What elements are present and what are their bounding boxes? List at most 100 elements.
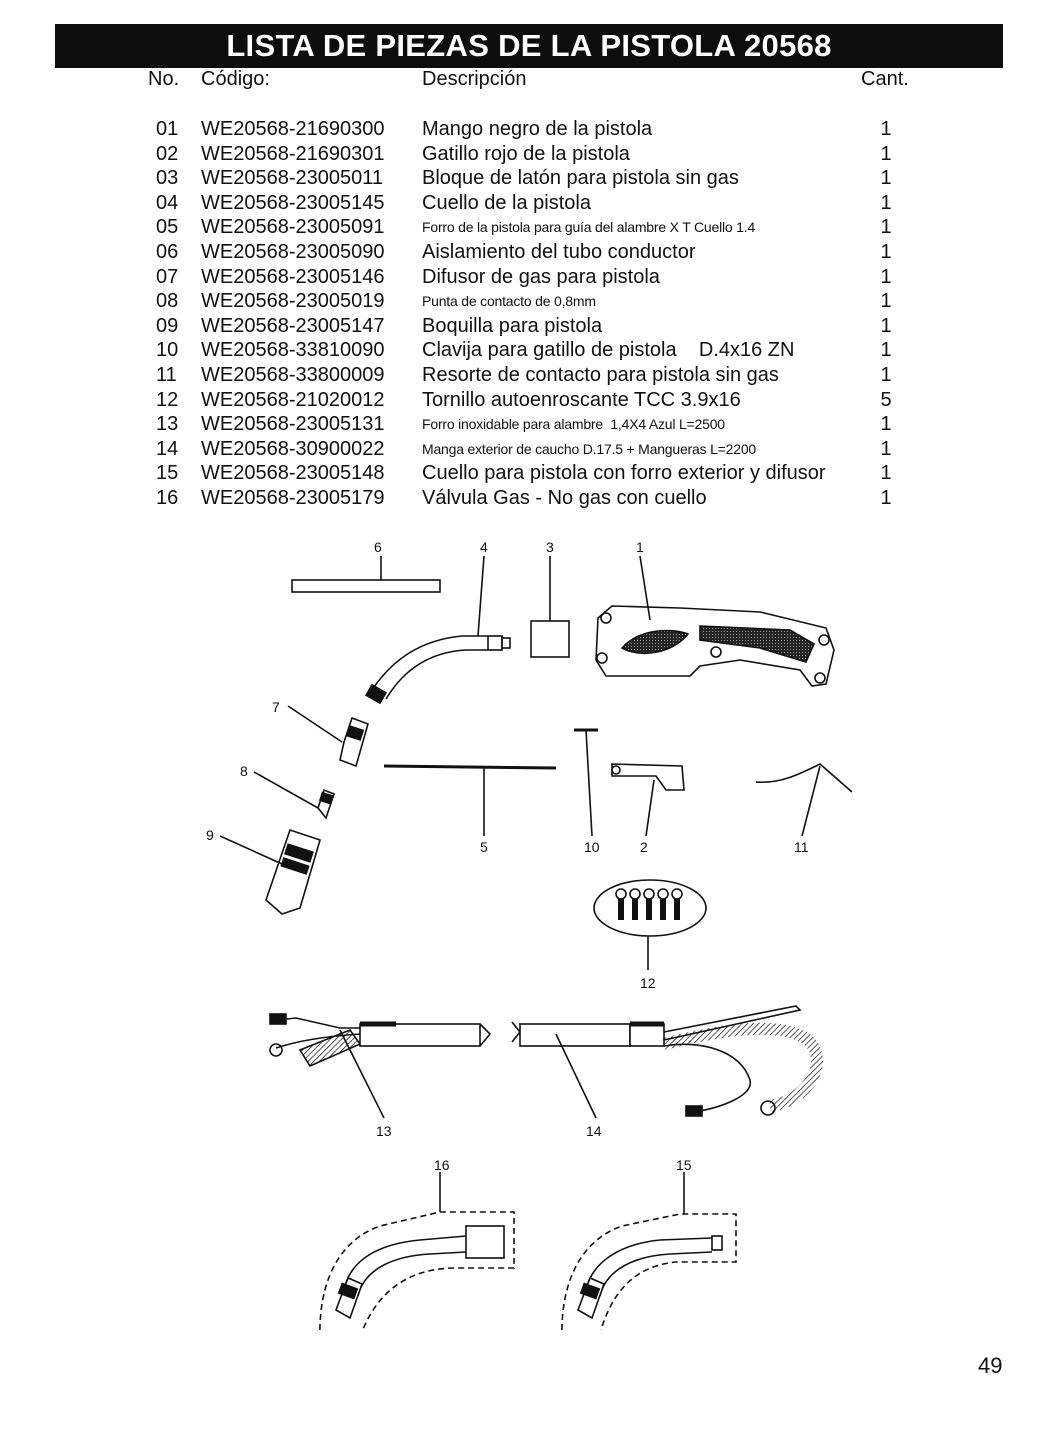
header-no: No. <box>148 68 180 90</box>
part-quantity: 1 <box>880 314 892 337</box>
part-description: Cuello de la pistola <box>422 191 591 214</box>
part-number: 09 <box>156 314 179 337</box>
part-description: Tornillo autoenroscante TCC 3.9x16 <box>422 388 741 411</box>
part-code: WE20568-23005091 <box>201 216 385 239</box>
part-number: 16 <box>156 487 179 509</box>
part-quantity: 1 <box>880 167 892 190</box>
label-14: 14 <box>586 1123 602 1139</box>
label-12: 12 <box>640 975 656 991</box>
part-quantity: 1 <box>880 290 892 313</box>
part-quantity: 1 <box>880 364 892 386</box>
table-row: 14 WE20568-30900022 Manga exterior de cauc… <box>0 437 1042 462</box>
part-quantity: 1 <box>880 265 892 288</box>
part-16-gas-valve-neck <box>319 1172 515 1330</box>
part-6-insulation-tube <box>291 556 441 593</box>
part-11-contact-spring <box>755 763 853 837</box>
part-2-trigger <box>611 763 685 837</box>
part-7-gas-diffuser <box>287 705 369 768</box>
part-description: Forro inoxidable para alambre 1,4X4 Azul… <box>422 416 725 433</box>
label-9: 9 <box>206 827 214 843</box>
part-description: Resorte de contacto para pistola sin gas <box>422 364 779 386</box>
part-code: WE20568-23005146 <box>201 265 385 288</box>
label-1: 1 <box>636 539 644 555</box>
part-description: Aislamiento del tubo conductor <box>422 241 696 263</box>
part-quantity: 1 <box>880 142 892 165</box>
part-number: 11 <box>156 364 177 386</box>
part-description: Cuello para pistola con forro exterior y… <box>422 462 826 485</box>
label-4: 4 <box>480 539 488 555</box>
part-description: Manga exterior de caucho D.17.5 + Mangue… <box>422 440 757 457</box>
part-code: WE20568-21690300 <box>201 118 385 140</box>
page-title: LISTA DE PIEZAS DE LA PISTOLA 20568 <box>55 24 1003 68</box>
part-code: WE20568-23005145 <box>201 191 385 214</box>
header-quantity: Cant. <box>861 68 909 90</box>
parts-diagram: 6 4 3 1 7 8 9 5 10 2 11 12 13 14 16 15 <box>206 539 853 1330</box>
part-number: 04 <box>156 191 179 214</box>
part-description: Clavija para gatillo de pistola D.4x16 Z… <box>422 339 795 362</box>
part-quantity: 1 <box>880 216 892 239</box>
part-quantity: 1 <box>880 437 892 460</box>
part-13-liner-cable <box>269 1013 492 1119</box>
part-15-neck-with-liner <box>561 1172 737 1330</box>
part-code: WE20568-23005131 <box>201 413 385 436</box>
label-5: 5 <box>480 839 488 855</box>
label-11: 11 <box>794 839 809 855</box>
table-row: 05 WE20568-23005091 Forro de la pistola pa… <box>0 215 1042 240</box>
part-number: 10 <box>156 339 179 362</box>
part-quantity: 1 <box>880 413 892 436</box>
part-code: WE20568-23005148 <box>201 462 385 485</box>
part-10-trigger-pin <box>574 728 598 837</box>
table-row: 08 WE20568-23005019 Punta de contacto de 0… <box>0 289 1042 314</box>
part-number: 13 <box>156 413 179 436</box>
part-number: 05 <box>156 216 179 239</box>
part-code: WE20568-21690301 <box>201 142 385 165</box>
part-code: WE20568-23005019 <box>201 290 385 313</box>
part-code: WE20568-23005147 <box>201 314 385 337</box>
part-number: 14 <box>156 437 179 460</box>
part-quantity: 1 <box>880 487 892 509</box>
part-quantity: 1 <box>880 191 892 214</box>
part-12-screws <box>593 879 707 970</box>
part-number: 03 <box>156 167 179 190</box>
part-8-contact-tip <box>253 771 335 820</box>
table-row: 11 WE20568-33800009 Resorte de contacto pa… <box>0 363 1042 388</box>
part-code: WE20568-23005179 <box>201 487 385 509</box>
table-row: 06 WE20568-23005090 Aislamiento del tubo c… <box>0 240 1042 265</box>
part-number: 12 <box>156 388 179 411</box>
part-number: 06 <box>156 241 179 263</box>
part-code: WE20568-23005090 <box>201 241 385 263</box>
part-quantity: 1 <box>880 241 892 263</box>
part-code: WE20568-33800009 <box>201 364 385 386</box>
table-row: 04 WE20568-23005145 Cuello de la pistola 1 <box>0 191 1042 216</box>
part-4-gun-neck <box>364 555 511 705</box>
part-quantity: 1 <box>880 118 892 140</box>
table-row: 15 WE20568-23005148 Cuello para pistola co… <box>0 461 1042 486</box>
label-2: 2 <box>640 839 648 855</box>
label-7: 7 <box>272 699 280 715</box>
table-row: 03 WE20568-23005011 Bloque de latón para p… <box>0 166 1042 191</box>
header-code: Código: <box>201 68 270 90</box>
part-description: Mango negro de la pistola <box>422 118 653 140</box>
part-number: 15 <box>156 462 179 485</box>
label-16: 16 <box>434 1157 450 1173</box>
part-quantity: 1 <box>880 462 892 485</box>
table-row: 13 WE20568-23005131 Forro inoxidable para … <box>0 412 1042 437</box>
part-code: WE20568-23005011 <box>201 167 383 190</box>
part-quantity: 1 <box>880 339 892 362</box>
part-code: WE20568-30900022 <box>201 437 385 460</box>
label-13: 13 <box>376 1123 392 1139</box>
label-6: 6 <box>374 539 382 555</box>
part-description: Válvula Gas - No gas con cuello <box>422 487 707 509</box>
part-description: Bloque de latón para pistola sin gas <box>422 167 739 190</box>
part-number: 02 <box>156 142 179 165</box>
part-description: Punta de contacto de 0,8mm <box>422 293 596 310</box>
part-14-rubber-sleeve <box>511 1005 824 1119</box>
part-description: Forro de la pistola para guía del alambr… <box>422 219 756 236</box>
part-number: 08 <box>156 290 179 313</box>
